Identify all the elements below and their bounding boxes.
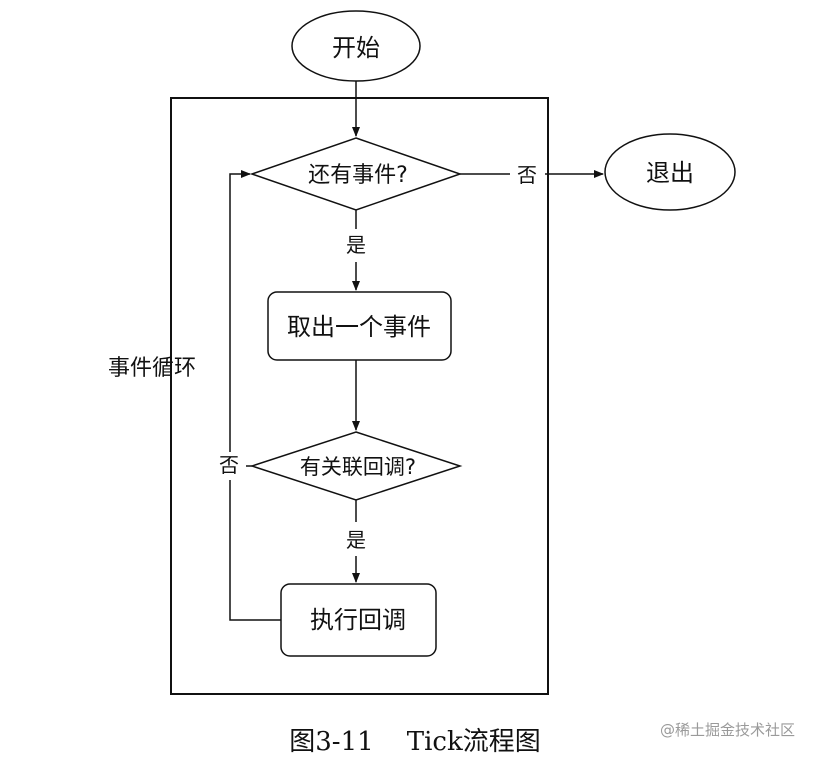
start-label: 开始 — [332, 34, 380, 62]
action-execute-label: 执行回调 — [310, 606, 406, 634]
event-loop-frame — [170, 97, 549, 695]
decision-events-label: 还有事件? — [308, 163, 408, 188]
figure-caption: 图3-11 Tick流程图 — [289, 727, 540, 757]
loop-back-line — [229, 170, 281, 621]
event-loop-label: 事件循环 — [108, 356, 196, 381]
yes-label-events: 是 — [346, 233, 366, 257]
watermark-text: @稀土掘金技术社区 — [660, 721, 795, 739]
yes-label-callback: 是 — [346, 528, 366, 552]
no-label-exit: 否 — [517, 163, 537, 187]
exit-node — [604, 133, 736, 211]
exit-label: 退出 — [646, 159, 694, 187]
no-label-callback: 否 — [219, 453, 239, 477]
decision-callback-label: 有关联回调? — [300, 455, 416, 479]
action-take-event-node — [267, 291, 452, 361]
no-label-callback-bg — [214, 452, 244, 480]
action-take-event-label: 取出一个事件 — [287, 313, 431, 341]
